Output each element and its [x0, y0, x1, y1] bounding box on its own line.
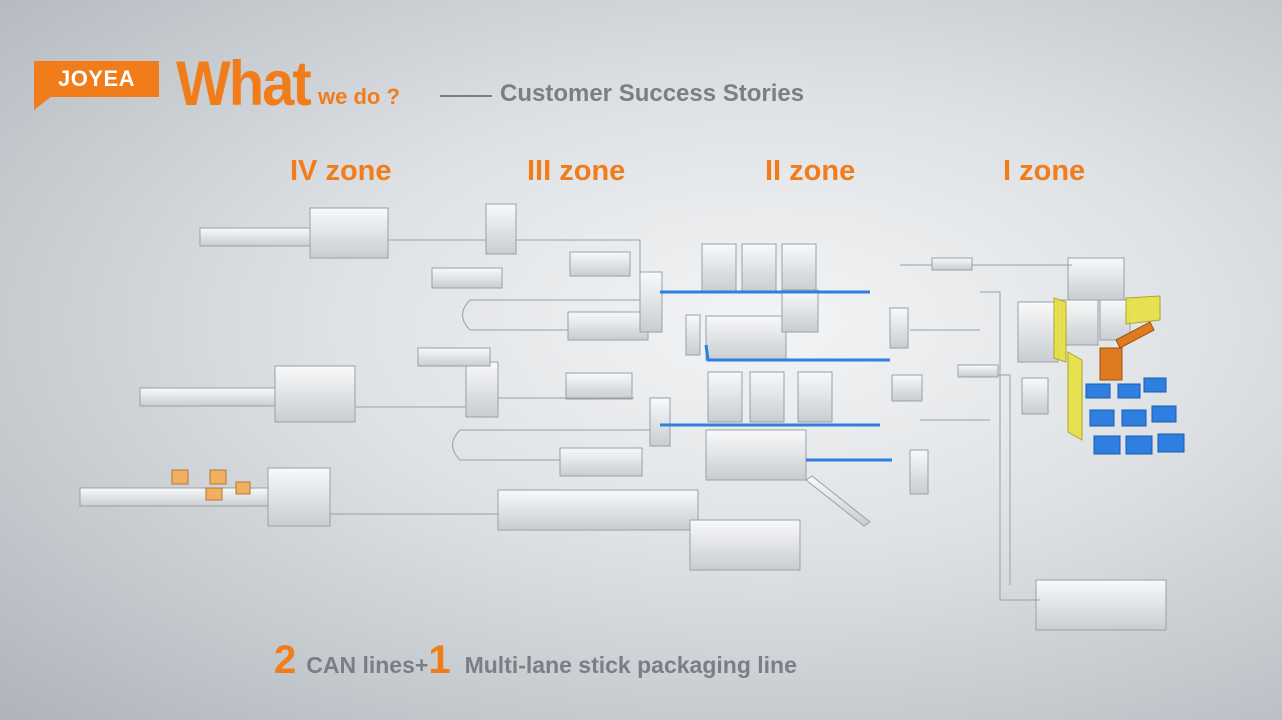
can-lines-count: 2: [274, 638, 297, 682]
filling-machines-top: [701, 243, 819, 361]
joyea-logo: JOYEA: [34, 61, 159, 97]
stick-line-label: Multi-lane stick packaging line: [464, 652, 797, 678]
zone-label-ii: II zone: [765, 155, 856, 187]
product-boxes: [171, 469, 251, 501]
can-lines-label: CAN lines+: [306, 652, 429, 678]
filling-machines-bottom: [705, 307, 929, 495]
palletizing-area: [900, 257, 1167, 631]
zone-label-iv: IV zone: [290, 155, 392, 187]
title-divider: [440, 95, 492, 97]
page-subtitle: Customer Success Stories: [500, 80, 805, 107]
title-we-do: we do ?: [318, 84, 400, 109]
can-line-2: [139, 347, 671, 477]
stick-line-count: 1: [428, 638, 451, 682]
palletizing-robot: [1099, 321, 1155, 381]
zone-label-iii: III zone: [527, 155, 626, 187]
footer-summary: 2 CAN lines+ 1 Multi-lane stick packagin…: [274, 640, 797, 680]
logo-tail: [34, 96, 52, 110]
title-what: What: [176, 48, 312, 119]
pallets: [1085, 377, 1185, 455]
can-line-1: [199, 203, 701, 356]
zone-label-i: I zone: [1003, 155, 1086, 187]
blue-conveyors: [660, 290, 892, 462]
stick-packaging-line: [79, 467, 871, 571]
safety-guards: [1053, 295, 1161, 441]
